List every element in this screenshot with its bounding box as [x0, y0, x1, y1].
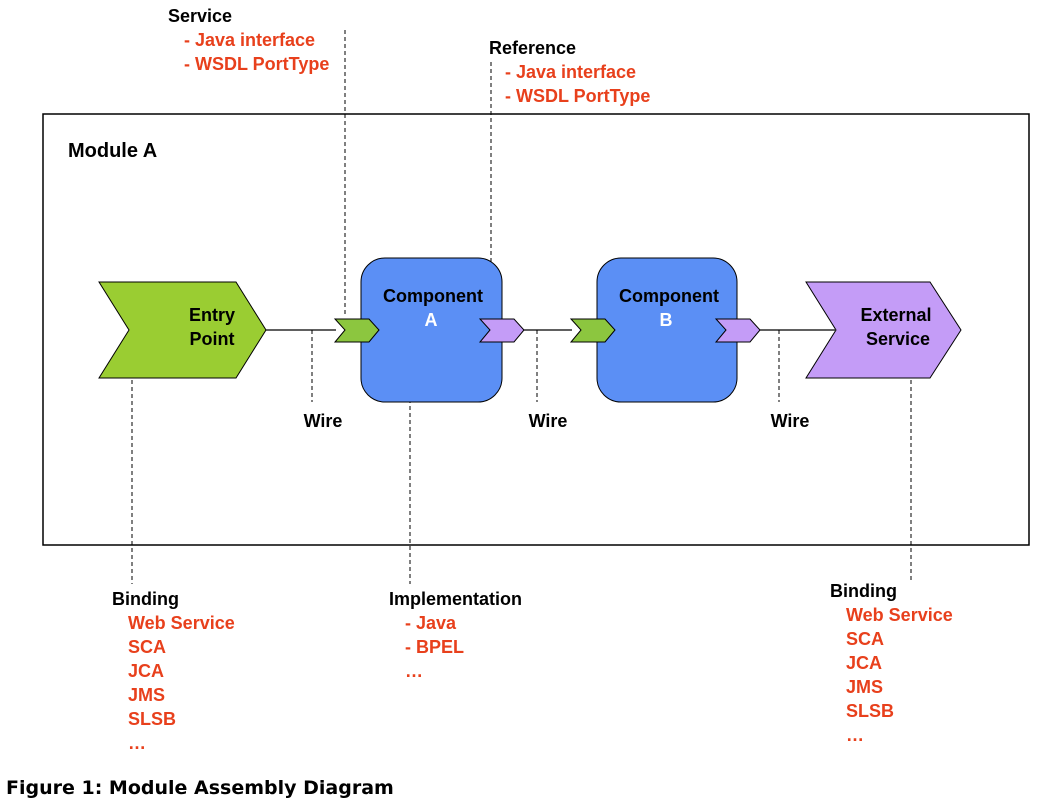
implementation-item-2: - BPEL [405, 637, 464, 657]
component-b-label-line1: Component [619, 286, 719, 306]
implementation-title: Implementation [389, 589, 522, 609]
binding-right-item-4: JMS [846, 677, 883, 697]
binding-left-item-2: SCA [128, 637, 166, 657]
implementation-item-3: … [405, 661, 423, 681]
component-a-label-line1: Component [383, 286, 483, 306]
wire-1-label: Wire [304, 411, 343, 431]
service-note-title: Service [168, 6, 232, 26]
component-b-shape [596, 257, 738, 403]
reference-note-title: Reference [489, 38, 576, 58]
binding-right-item-3: JCA [846, 653, 882, 673]
implementation-item-1: - Java [405, 613, 457, 633]
binding-left-item-6: … [128, 733, 146, 753]
entry-point-label-line2: Point [190, 329, 235, 349]
component-a-label-line2: A [425, 310, 438, 330]
external-service-label-line2: Service [866, 329, 930, 349]
external-service-label-line1: External [860, 305, 931, 325]
component-a-shape [360, 257, 503, 403]
wire-3-label: Wire [771, 411, 810, 431]
service-note-item-1: - Java interface [184, 30, 315, 50]
binding-right-item-2: SCA [846, 629, 884, 649]
external-service-shape [805, 281, 962, 379]
component-a-service-port [333, 318, 380, 343]
binding-right-item-6: … [846, 725, 864, 745]
reference-note-item-2: - WSDL PortType [505, 86, 650, 106]
reference-note-item-1: - Java interface [505, 62, 636, 82]
binding-right-item-5: SLSB [846, 701, 894, 721]
binding-right-item-1: Web Service [846, 605, 953, 625]
entry-point-shape [98, 281, 267, 379]
binding-left-item-5: SLSB [128, 709, 176, 729]
figure-caption: Figure 1: Module Assembly Diagram [6, 777, 394, 799]
binding-left-item-1: Web Service [128, 613, 235, 633]
module-title: Module A [68, 140, 157, 162]
binding-left-item-3: JCA [128, 661, 164, 681]
component-a-reference-port [478, 318, 525, 343]
service-note-item-2: - WSDL PortType [184, 54, 329, 74]
component-b-reference-port [714, 318, 761, 343]
binding-left-item-4: JMS [128, 685, 165, 705]
binding-right-title: Binding [830, 581, 897, 601]
entry-point-label-line1: Entry [189, 305, 235, 325]
binding-left-title: Binding [112, 589, 179, 609]
wire-2-label: Wire [529, 411, 568, 431]
component-b-label-line2: B [660, 310, 673, 330]
component-b-service-port [569, 318, 616, 343]
